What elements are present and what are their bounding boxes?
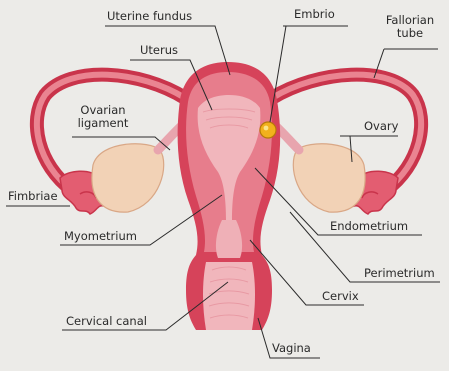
label-ovarian-ligament-line2: ligament bbox=[66, 117, 140, 130]
label-uterus: Uterus bbox=[140, 44, 178, 57]
label-fimbriae: Fimbriae bbox=[8, 190, 58, 203]
ovary-right bbox=[293, 144, 365, 212]
label-cervix: Cervix bbox=[322, 290, 359, 303]
label-cervical-canal: Cervical canal bbox=[66, 315, 147, 328]
uterus-body bbox=[178, 62, 281, 330]
label-uterine-fundus: Uterine fundus bbox=[107, 10, 192, 23]
label-fallorian-tube-line2: tube bbox=[382, 27, 438, 40]
label-ovarian-ligament: Ovarian ligament bbox=[66, 104, 140, 130]
ovary-left bbox=[92, 144, 164, 212]
label-perimetrium: Perimetrium bbox=[364, 267, 435, 280]
label-fallorian-tube: Fallorian tube bbox=[382, 14, 438, 40]
label-ovary: Ovary bbox=[364, 120, 398, 133]
label-vagina: Vagina bbox=[272, 342, 311, 355]
label-embrio: Embrio bbox=[294, 8, 335, 21]
label-myometrium: Myometrium bbox=[64, 230, 137, 243]
label-endometrium: Endometrium bbox=[330, 220, 408, 233]
embryo bbox=[260, 122, 276, 138]
